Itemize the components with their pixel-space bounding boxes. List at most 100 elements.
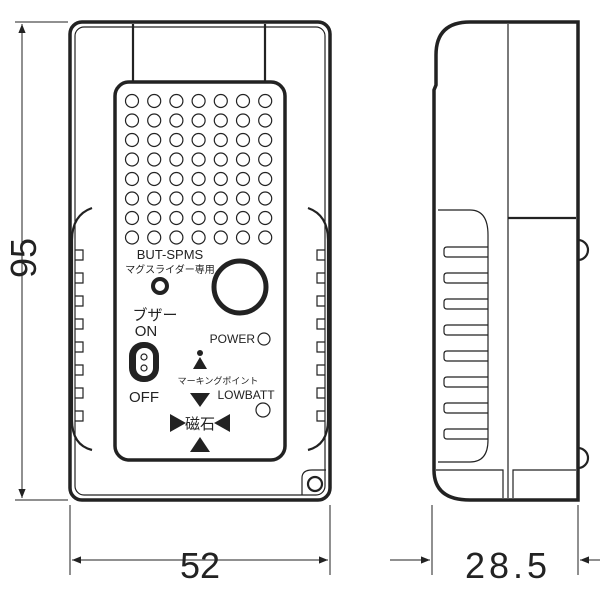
- on-label: ON: [135, 323, 158, 340]
- vent-slat: [443, 376, 488, 388]
- grille-hole: [235, 152, 251, 167]
- grille-hole: [124, 191, 140, 206]
- grille-hole: [258, 132, 273, 148]
- arrow-down-icon: [190, 393, 210, 407]
- vent-slat: [443, 246, 488, 258]
- side-vents: [438, 209, 489, 463]
- grille-hole: [235, 132, 251, 148]
- grip-rib: [75, 295, 84, 307]
- grille-hole: [213, 191, 228, 206]
- grille-hole: [191, 171, 206, 187]
- grille-hole: [258, 171, 273, 187]
- front-panel: [113, 80, 287, 462]
- grille-hole: [213, 210, 228, 226]
- grille-hole: [213, 93, 228, 109]
- vent-slat: [443, 298, 488, 310]
- grille-hole: [169, 132, 184, 148]
- dimensions: 95 52 28.5: [3, 21, 600, 586]
- grille-hole: [258, 230, 273, 245]
- front-body: [68, 20, 332, 502]
- grille-hole: [235, 93, 251, 109]
- grille-hole: [124, 152, 140, 167]
- side-body: [432, 20, 580, 502]
- power-button[interactable]: [211, 258, 269, 316]
- sensor-hole: [151, 277, 169, 295]
- vent-slat: [443, 272, 488, 284]
- depth-dimension: 28.5: [465, 545, 551, 586]
- grille-hole: [169, 113, 184, 128]
- grille-hole: [147, 93, 162, 109]
- vent-slat: [443, 428, 488, 440]
- height-dimension: 95: [3, 238, 44, 278]
- front-view: BUT-SPMS マグスライダー専用 ブザー ON OFF POWER マーキン…: [68, 20, 332, 502]
- grille-hole: [191, 152, 206, 167]
- grille-hole: [147, 191, 162, 206]
- grip-rib: [316, 295, 325, 307]
- grille-hole: [235, 191, 251, 206]
- model-label: BUT-SPMS: [137, 247, 204, 262]
- grip-rib: [316, 341, 325, 353]
- grille-hole: [169, 93, 184, 109]
- grille-hole: [235, 113, 251, 128]
- off-label: OFF: [129, 389, 159, 406]
- grip-rib: [316, 249, 325, 261]
- grille-hole: [169, 230, 184, 245]
- right-grip: [307, 206, 330, 452]
- grip-rib: [75, 318, 84, 330]
- buzzer-label: ブザー: [132, 306, 177, 324]
- grille-hole: [213, 230, 228, 245]
- marking-arrow-up-icon: [193, 357, 207, 369]
- magnet-label: 磁石: [185, 416, 215, 433]
- grille-hole: [258, 113, 273, 128]
- grille-hole: [213, 152, 228, 167]
- grille-hole: [124, 210, 140, 226]
- grip-rib: [316, 387, 325, 399]
- grille-hole: [191, 230, 206, 245]
- grille-hole: [213, 171, 228, 187]
- grille-hole: [258, 191, 273, 206]
- grille-hole: [191, 210, 206, 226]
- grille-hole: [235, 171, 251, 187]
- grille-hole: [147, 152, 162, 167]
- grip-rib: [75, 272, 84, 284]
- grille-hole: [191, 191, 206, 206]
- grille-hole: [258, 152, 273, 167]
- power-led: [257, 332, 271, 346]
- arrow-left-icon: [214, 414, 230, 432]
- vent-slat: [443, 324, 488, 336]
- grille-hole: [258, 93, 273, 109]
- arrow-right-icon: [170, 414, 186, 432]
- grille-hole: [191, 132, 206, 148]
- top-tab: [131, 24, 267, 82]
- lowbatt-label: LOWBATT: [217, 388, 275, 402]
- left-grip: [70, 206, 93, 452]
- grip-rib: [316, 272, 325, 284]
- grille-hole: [191, 93, 206, 109]
- power-label: POWER: [210, 332, 256, 346]
- model-note: マグスライダー専用: [125, 263, 215, 276]
- lowbatt-led: [255, 402, 271, 418]
- grip-rib: [316, 410, 325, 422]
- grille-hole: [124, 230, 140, 245]
- screw-icon: [306, 475, 324, 493]
- grille-hole: [213, 113, 228, 128]
- width-dimension: 52: [180, 545, 220, 586]
- grip-rib: [75, 364, 84, 376]
- grille-hole: [124, 113, 140, 128]
- grip-rib: [316, 318, 325, 330]
- marking-point-label: マーキングポイント: [178, 375, 259, 386]
- grille-hole: [169, 191, 184, 206]
- vent-slat: [443, 402, 488, 414]
- grip-rib: [75, 387, 84, 399]
- grille-hole: [124, 132, 140, 148]
- grille-hole: [147, 230, 162, 245]
- grille-hole: [235, 210, 251, 226]
- grip-rib: [75, 249, 84, 261]
- grille-hole: [124, 171, 140, 187]
- grille-hole: [147, 113, 162, 128]
- grille-hole: [147, 171, 162, 187]
- grille-hole: [258, 210, 273, 226]
- grille-hole: [169, 171, 184, 187]
- grip-rib: [75, 410, 84, 422]
